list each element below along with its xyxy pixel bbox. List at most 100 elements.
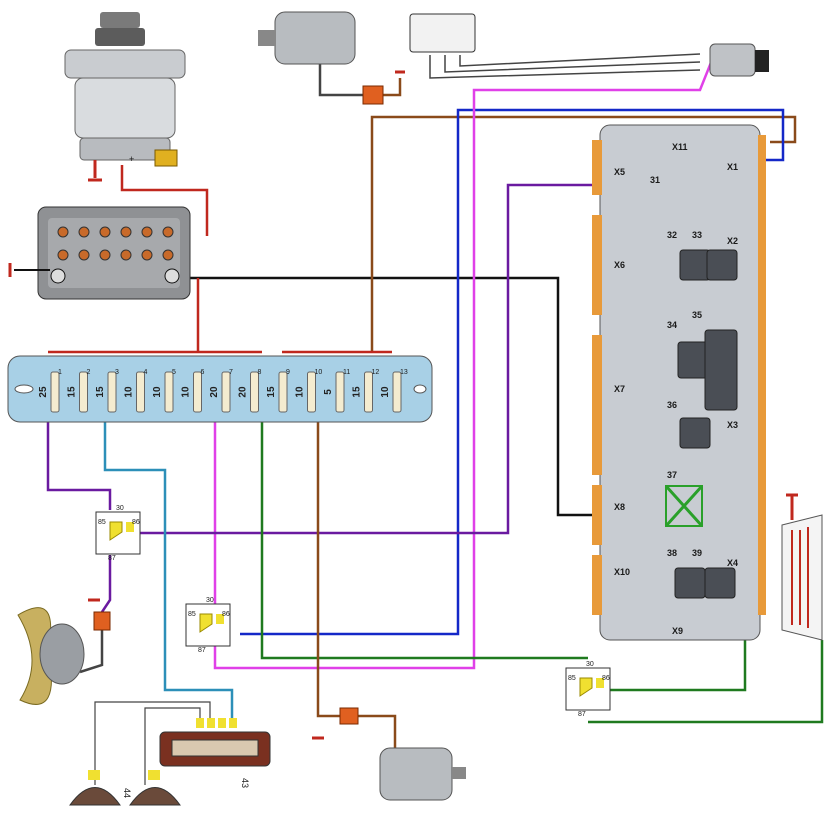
wire-fan	[100, 555, 112, 613]
motor-icon	[258, 11, 405, 105]
switch-number-39: 39	[692, 548, 702, 558]
connector-x11: X11	[672, 142, 688, 152]
connector-x1: X1	[727, 162, 738, 172]
fuse-number-12: 12	[372, 369, 380, 376]
fuse-number-6: 6	[201, 369, 205, 376]
wire-purple-fuse1	[46, 420, 112, 510]
fuse-number-8: 8	[258, 369, 262, 376]
connector-x9: X9	[672, 626, 683, 636]
wire-green-a	[260, 420, 588, 660]
fuse-rating-7: 20	[209, 386, 220, 398]
fuse-number-11: 11	[343, 369, 350, 376]
wire-black-battery	[172, 276, 592, 517]
fuse-number-4: 4	[144, 369, 148, 376]
wire-brown-top	[370, 115, 797, 352]
fuse-rating-8: 20	[238, 386, 249, 398]
alternator-icon: +	[64, 12, 186, 182]
fuse-slots: 1252153154105106107208209151010115121513…	[38, 369, 408, 413]
fuse-10	[307, 371, 316, 413]
fuse-6	[193, 371, 202, 413]
fuse-1	[50, 371, 60, 413]
wire-green-c	[588, 640, 824, 724]
relay-pin-85: 85	[188, 611, 196, 618]
wire-radio-spk1	[144, 707, 201, 785]
relay-pin-30: 30	[116, 505, 124, 512]
fuse-number-13: 13	[400, 369, 408, 376]
wire-blue	[240, 108, 785, 636]
fuse-4	[136, 371, 145, 413]
fuse-12	[364, 371, 373, 413]
fuse-rating-9: 15	[266, 386, 277, 398]
wire-fan2	[79, 628, 104, 674]
relay-pin-30: 30	[586, 661, 594, 668]
connector-x2: X2	[727, 236, 738, 246]
relay-pin-85: 85	[568, 675, 576, 682]
switch-icon	[709, 43, 769, 77]
connector-x3: X3	[727, 420, 738, 430]
fuse-rating-4: 10	[124, 386, 135, 398]
relay-icon: 30 85 86 87	[95, 505, 141, 562]
relay-pin-87: 87	[198, 647, 206, 654]
fuse-rating-5: 10	[152, 386, 163, 398]
fuse-rating-1: 25	[38, 386, 49, 398]
fuse-11	[335, 371, 345, 413]
relay-pin-87: 87	[578, 711, 586, 718]
switch-number-35: 35	[692, 310, 702, 320]
wire-motor-top2	[383, 78, 402, 97]
fuse-number-3: 3	[115, 369, 119, 376]
alternator-plus-label: +	[129, 154, 134, 164]
fuse-number-7: 7	[229, 369, 233, 376]
connector-x5: X5	[614, 167, 625, 177]
connector-x4: X4	[727, 558, 738, 568]
fuse-box: 1252153154105106107208209151010115121513…	[7, 355, 433, 423]
fuse-number-10: 10	[315, 369, 323, 376]
fuse-rating-12: 15	[352, 386, 363, 398]
fan-icon	[17, 598, 111, 705]
heater-icon	[781, 493, 823, 641]
speaker-icon: 44	[69, 770, 181, 806]
relay-pin-86: 86	[602, 675, 610, 682]
relay-pin-85: 85	[98, 519, 106, 526]
wire-reg-3	[459, 53, 701, 67]
relay-icon: 30 85 86 87	[565, 661, 611, 718]
connector-x6: X6	[614, 260, 625, 270]
fuse-13	[392, 371, 402, 413]
switch-number-38: 38	[667, 548, 677, 558]
switch-number-37: 37	[667, 470, 677, 480]
fuse-rating-11: 5	[323, 389, 334, 395]
fuse-number-2: 2	[87, 369, 91, 376]
wire-teal	[103, 420, 234, 724]
speaker-label: 44	[122, 788, 132, 798]
battery-icon	[8, 206, 191, 300]
connector-x8: X8	[614, 502, 625, 512]
wire-green-b	[610, 640, 747, 692]
switch-number-31: 31	[650, 175, 660, 185]
fuse-rating-3: 15	[95, 386, 106, 398]
fuse-2	[79, 371, 88, 413]
fuse-number-9: 9	[286, 369, 290, 376]
wires	[46, 53, 824, 785]
radio-icon: 43	[159, 718, 271, 788]
wire-motor-top	[318, 60, 365, 97]
relay-pin-87: 87	[108, 555, 116, 562]
relay-pin-86: 86	[132, 519, 140, 526]
wire-reg-1	[429, 55, 701, 79]
wire-red-alt	[120, 165, 209, 236]
fuse-7	[221, 371, 231, 413]
relay-pin-86: 86	[222, 611, 230, 618]
fuse-rating-6: 10	[181, 386, 192, 398]
fuse-rating-10: 10	[295, 386, 306, 398]
switch-number-32: 32	[667, 230, 677, 240]
regulator-icon	[409, 13, 476, 53]
radio-label: 43	[240, 778, 250, 788]
wire-brown-motor2	[355, 714, 397, 755]
fuse-number-5: 5	[172, 369, 176, 376]
fuse-rating-13: 10	[380, 386, 391, 398]
wire-radio-spk2	[94, 701, 211, 785]
